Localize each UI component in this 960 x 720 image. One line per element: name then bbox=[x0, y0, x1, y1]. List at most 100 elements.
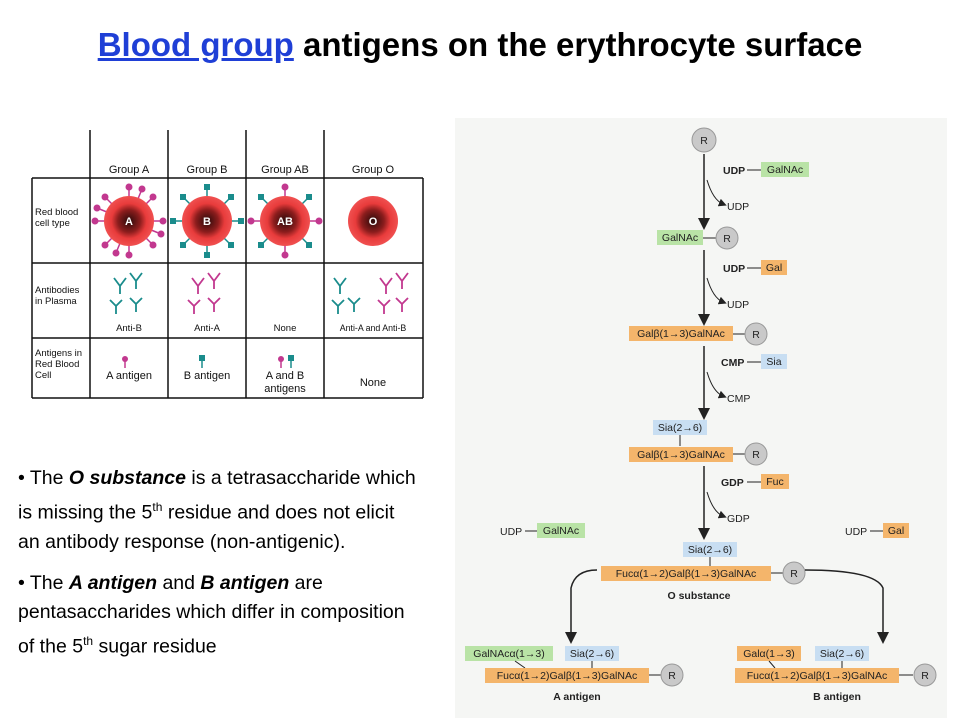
svg-text:Galα(1→3): Galα(1→3) bbox=[743, 648, 795, 660]
o-substance-label: O substance bbox=[667, 590, 730, 602]
gal-donor-b bbox=[883, 523, 909, 538]
r-node-b bbox=[913, 663, 937, 687]
sia-branch-node-2 bbox=[683, 542, 737, 557]
antibodies-anti-b bbox=[109, 272, 143, 314]
antibody-label-a: Anti-B bbox=[116, 323, 142, 334]
fuc-donor bbox=[761, 474, 789, 489]
row-label-ag-3: Cell bbox=[35, 370, 51, 381]
svg-text:Sia(2→6): Sia(2→6) bbox=[658, 422, 702, 434]
gdp-label: GDP bbox=[721, 477, 744, 489]
gal-galnac-node-1 bbox=[629, 326, 733, 341]
col-header-a: Group A bbox=[109, 164, 150, 176]
antigen-label-ab-2: antigens bbox=[264, 383, 306, 395]
svg-text:R: R bbox=[790, 568, 798, 580]
r-node-o bbox=[782, 561, 806, 585]
r-node-4 bbox=[744, 442, 768, 466]
a-antigen-label: A antigen bbox=[553, 691, 600, 703]
r-node-a bbox=[660, 663, 684, 687]
page-title: Blood group antigens on the erythrocyte … bbox=[0, 26, 960, 64]
col-header-o: Group O bbox=[352, 164, 395, 176]
svg-text:Galβ(1→3)GalNAc: Galβ(1→3)GalNAc bbox=[637, 328, 725, 340]
svg-text:GalNAc: GalNAc bbox=[662, 232, 698, 244]
o-substance-chain bbox=[601, 566, 771, 581]
rbc-label-a: A bbox=[125, 216, 133, 228]
cmp-label: CMP bbox=[721, 357, 744, 369]
rbc-group-o: O bbox=[348, 196, 398, 246]
rbc-group-b: B bbox=[170, 184, 244, 258]
antibody-label-ab: None bbox=[274, 323, 297, 334]
rbc-group-a: A bbox=[91, 183, 167, 259]
svg-text:R: R bbox=[752, 449, 760, 461]
galnac-node bbox=[657, 230, 703, 245]
antigen-a-icon bbox=[122, 356, 128, 368]
gal-galnac-node-2 bbox=[629, 447, 733, 462]
svg-text:Galβ(1→3)GalNAc: Galβ(1→3)GalNAc bbox=[637, 449, 725, 461]
antigen-b-icon bbox=[199, 355, 205, 368]
rbc-label-o: O bbox=[369, 216, 378, 228]
row-label-ag-1: Antigens in bbox=[35, 348, 82, 359]
r-node-2 bbox=[715, 226, 739, 250]
udp-label-b: UDP bbox=[845, 526, 867, 538]
cmp-released: CMP bbox=[727, 393, 750, 405]
rbc-group-ab: AB bbox=[247, 183, 323, 259]
antigen-label-b: B antigen bbox=[184, 370, 230, 382]
r-node-3 bbox=[744, 322, 768, 346]
gal-donor-1 bbox=[761, 260, 787, 275]
a-antigen-chain bbox=[485, 668, 649, 683]
svg-text:Sia(2→6): Sia(2→6) bbox=[570, 648, 614, 660]
antigen-label-ab-1: A and B bbox=[266, 370, 305, 382]
antibodies-anti-a-and-b bbox=[331, 272, 409, 314]
blood-group-link[interactable]: Blood group bbox=[97, 26, 294, 63]
galnac-a13-node bbox=[465, 646, 553, 661]
r-node-1 bbox=[691, 127, 717, 153]
svg-text:GalNAc: GalNAc bbox=[543, 525, 579, 537]
svg-text:Fuc: Fuc bbox=[766, 476, 784, 488]
udp-label-1: UDP bbox=[723, 165, 745, 177]
galnac-donor-a bbox=[537, 523, 585, 538]
udp-released-2: UDP bbox=[727, 299, 749, 311]
svg-text:R: R bbox=[700, 135, 708, 147]
rbc-label-b: B bbox=[203, 216, 211, 228]
b-antigen-chain bbox=[735, 668, 899, 683]
title-rest: antigens on the erythrocyte surface bbox=[293, 26, 863, 63]
bullet-a-b-antigens: • The A antigen and B antigen are pentas… bbox=[18, 571, 405, 658]
svg-text:Fucα(1→2)Galβ(1→3)GalNAc: Fucα(1→2)Galβ(1→3)GalNAc bbox=[497, 670, 637, 682]
udp-label-2: UDP bbox=[723, 263, 745, 275]
svg-text:Fucα(1→2)Galβ(1→3)GalNAc: Fucα(1→2)Galβ(1→3)GalNAc bbox=[616, 568, 756, 580]
row-label-ab-2: in Plasma bbox=[35, 296, 77, 307]
sia-branch-node-a bbox=[565, 646, 619, 661]
sia-branch-node-b bbox=[815, 646, 869, 661]
row-label-rbc-1: Red blood bbox=[35, 207, 78, 218]
svg-text:Sia(2→6): Sia(2→6) bbox=[820, 648, 864, 660]
row-label-ab-1: Antibodies bbox=[35, 285, 80, 296]
antibodies-anti-a bbox=[187, 272, 221, 314]
svg-text:Gal: Gal bbox=[766, 262, 782, 274]
antibody-label-b: Anti-A bbox=[194, 323, 221, 334]
svg-text:R: R bbox=[668, 670, 676, 682]
row-label-ag-2: Red Blood bbox=[35, 359, 79, 370]
svg-text:Sia: Sia bbox=[766, 356, 781, 368]
b-antigen-label: B antigen bbox=[813, 691, 861, 703]
gal-a13-node bbox=[737, 646, 801, 661]
svg-text:GalNAcα(1→3): GalNAcα(1→3) bbox=[473, 648, 544, 660]
rbc-label-ab: AB bbox=[277, 216, 293, 228]
sia-donor bbox=[761, 354, 787, 369]
antigen-label-o: None bbox=[360, 377, 386, 389]
blood-group-table: Group A Group B Group AB Group O Red blo… bbox=[31, 130, 424, 399]
antigen-ab-icon bbox=[278, 355, 294, 368]
svg-text:Sia(2→6): Sia(2→6) bbox=[688, 544, 732, 556]
udp-label-a: UDP bbox=[500, 526, 522, 538]
bullet-o-substance: • The O substance is a tetrasaccharide w… bbox=[18, 467, 416, 553]
svg-text:Fucα(1→2)Galβ(1→3)GalNAc: Fucα(1→2)Galβ(1→3)GalNAc bbox=[747, 670, 887, 682]
bullet-list: • The O substance is a tetrasaccharide w… bbox=[18, 464, 418, 673]
svg-text:R: R bbox=[723, 233, 731, 245]
col-header-ab: Group AB bbox=[261, 164, 309, 176]
udp-released-1: UDP bbox=[727, 201, 749, 213]
antibody-label-o: Anti-A and Anti-B bbox=[340, 323, 407, 333]
svg-text:Gal: Gal bbox=[888, 525, 904, 537]
biosynthesis-pathway: R UDP GalNAc UDP GalNAc R UDP Gal UDP Ga… bbox=[455, 118, 947, 718]
col-header-b: Group B bbox=[187, 164, 228, 176]
gdp-released: GDP bbox=[727, 513, 750, 525]
antigen-label-a: A antigen bbox=[106, 370, 152, 382]
svg-text:R: R bbox=[921, 670, 929, 682]
